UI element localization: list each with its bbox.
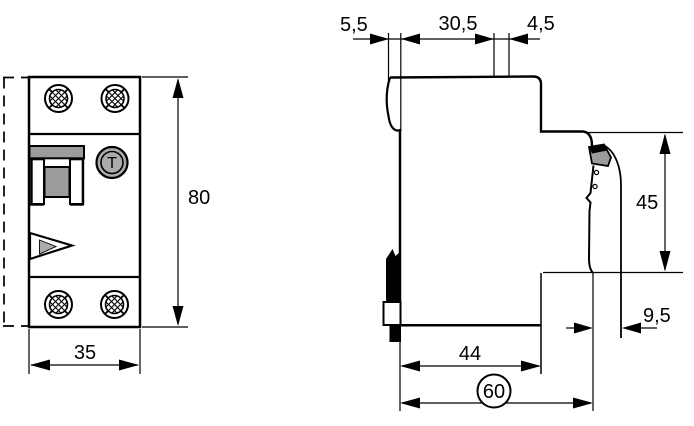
dim-label-45: 45 (636, 192, 658, 214)
dimension-height-80: 80 (142, 76, 210, 328)
dim-label-4-5: 4,5 (527, 13, 555, 35)
side-view: 5,5 30,5 4,5 (340, 13, 683, 411)
dimension-top-depths: 5,5 30,5 4,5 (340, 13, 555, 45)
toggle-right-rail (69, 158, 84, 206)
clip-dot-upper (593, 169, 600, 176)
terminal-screw-bottom-left (45, 291, 72, 318)
clip-dot-lower (592, 183, 598, 190)
toggle-lever-profile (385, 77, 401, 132)
dim-label-30-5: 30,5 (439, 13, 478, 35)
clip-rear-curve (603, 144, 622, 338)
triangle-marking (28, 231, 76, 261)
top-extension-lines (387, 33, 510, 131)
dim-label-80: 80 (188, 187, 210, 209)
clip-front-edge (585, 165, 595, 274)
dim-label-5-5: 5,5 (340, 14, 368, 36)
test-button: T (95, 145, 129, 180)
clip-tab-edge (589, 144, 608, 154)
din-rail-clip (585, 143, 622, 338)
dimension-depth-60: 60 (400, 373, 593, 409)
dim-label-60: 60 (483, 381, 505, 403)
toggle-switch (28, 145, 85, 206)
terminal-flag (386, 249, 400, 302)
terminal-foot (389, 325, 401, 342)
dashed-extension-outline (3, 76, 28, 327)
dimension-clip-9-5: 9,5 (566, 273, 671, 411)
front-terminal-foot (382, 249, 402, 342)
dim-60-circle (476, 373, 512, 409)
terminal-screw-top-left (45, 85, 72, 112)
housing-top-right-profile (389, 75, 594, 147)
dim-label-44: 44 (459, 343, 481, 365)
terminal-screw-top-right (102, 85, 129, 112)
dim-label-9-5: 9,5 (643, 305, 671, 327)
dimension-width-35: 35 (28, 329, 141, 374)
front-view: T 80 35 (3, 75, 210, 374)
terminal-screw-bottom-right (101, 291, 128, 318)
test-button-label: T (107, 155, 117, 172)
toggle-top-bar (28, 145, 85, 160)
toggle-lever-block (43, 166, 71, 198)
terminal-box (382, 301, 402, 326)
front-housing (27, 75, 142, 329)
toggle-left-rail (30, 158, 46, 206)
housing-front-bottom-profile (398, 129, 541, 327)
dimension-depth-44: 44 (399, 328, 541, 411)
dim-label-35: 35 (74, 342, 96, 364)
dimension-rear-height-45: 45 (543, 131, 683, 274)
